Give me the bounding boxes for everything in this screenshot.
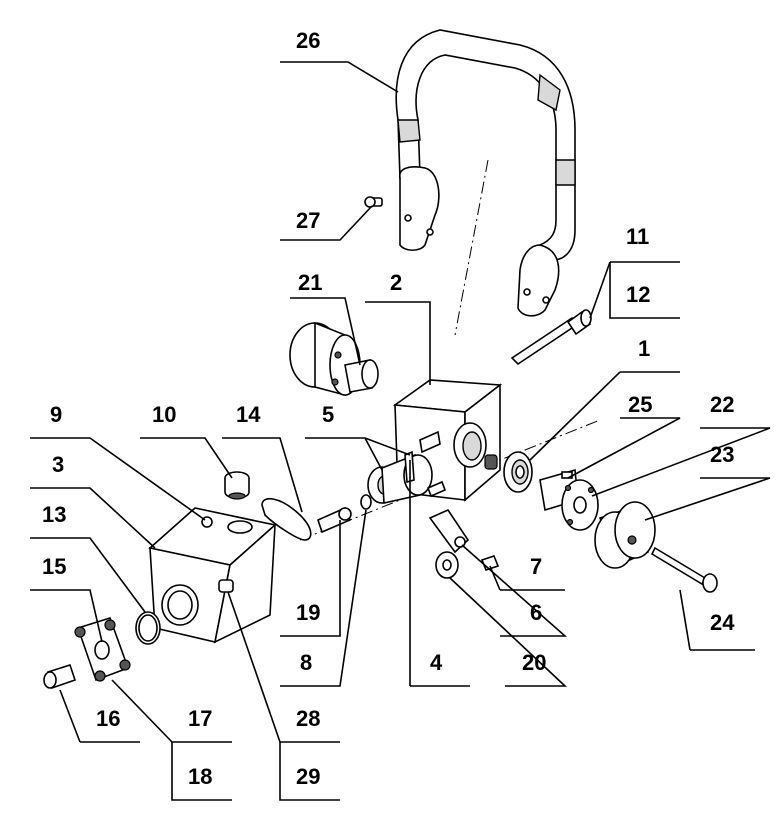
part-10-cap <box>224 471 250 500</box>
label-29: 29 <box>296 764 320 789</box>
label-24: 24 <box>710 610 735 635</box>
label-2: 2 <box>390 270 402 295</box>
part-1-bearing <box>503 451 533 493</box>
label-15: 15 <box>42 554 66 579</box>
label-10: 10 <box>152 402 176 427</box>
part-22-flange <box>539 468 599 531</box>
part-27-pin <box>364 196 383 208</box>
part-13-o-ring <box>135 611 161 645</box>
label-27: 27 <box>296 208 320 233</box>
part-19-8-fittings <box>317 494 372 534</box>
label-21: 21 <box>298 270 322 295</box>
label-3: 3 <box>52 452 64 477</box>
callout-labels: 26 27 11 12 21 2 1 25 22 23 5 9 10 14 3 … <box>42 28 735 789</box>
label-20: 20 <box>522 650 546 675</box>
label-9: 9 <box>50 402 62 427</box>
label-12: 12 <box>626 282 650 307</box>
label-5: 5 <box>322 402 334 427</box>
label-1: 1 <box>638 336 650 361</box>
part-26-handle <box>395 29 576 317</box>
label-4: 4 <box>430 650 443 675</box>
label-22: 22 <box>710 392 734 417</box>
part-20-washer <box>435 551 459 579</box>
label-16: 16 <box>96 706 120 731</box>
label-14: 14 <box>236 402 261 427</box>
part-21-motor <box>289 321 379 397</box>
part-23-weight <box>594 501 656 569</box>
label-19: 19 <box>296 600 320 625</box>
label-7: 7 <box>530 554 542 579</box>
part-15-end-plate <box>74 617 131 682</box>
label-26: 26 <box>296 28 320 53</box>
part-24-screw <box>650 546 718 593</box>
label-13: 13 <box>42 502 66 527</box>
part-16-nozzle <box>43 663 77 690</box>
label-8: 8 <box>300 650 312 675</box>
handle-axis-line <box>454 159 489 336</box>
part-3-pump-housing <box>148 507 277 644</box>
label-25: 25 <box>628 392 652 417</box>
part-14-gasket <box>261 497 312 541</box>
part-11-12-bolt <box>510 309 592 366</box>
label-6: 6 <box>530 600 542 625</box>
part-6-lever <box>428 508 470 554</box>
label-18: 18 <box>188 764 212 789</box>
label-28: 28 <box>296 706 320 731</box>
leader-lines <box>30 61 771 801</box>
label-17: 17 <box>188 706 212 731</box>
label-23: 23 <box>710 442 734 467</box>
label-11: 11 <box>626 224 649 249</box>
